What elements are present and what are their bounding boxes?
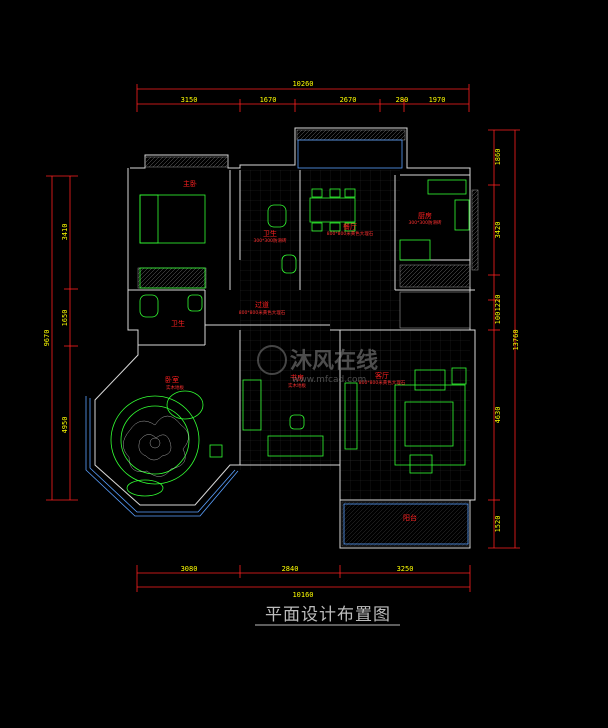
dim-bottom-seg-3: 3250 xyxy=(397,565,414,573)
dim-top-seg-5: 1970 xyxy=(429,96,446,104)
dim-left-seg-2: 1650 xyxy=(61,310,69,327)
furniture xyxy=(110,179,470,497)
room-label-living: 客厅 xyxy=(375,371,389,380)
dim-bottom-seg-1: 3080 xyxy=(181,565,198,573)
room-label-hall: 过道 xyxy=(255,300,269,309)
dim-right-seg-1: 1860 xyxy=(494,149,502,166)
dim-top-seg-3: 2670 xyxy=(340,96,357,104)
dim-bottom-total: 10160 xyxy=(292,591,313,599)
dim-top-seg-4: 280 xyxy=(396,96,409,104)
dim-left-seg-3: 4950 xyxy=(61,417,69,434)
watermark-text: 沐风在线 xyxy=(290,348,378,374)
room-sub-dining: 800*800米黄色大理石 xyxy=(327,230,374,237)
room-sub-bedroom2: 实木地板 xyxy=(166,384,184,391)
bay-window xyxy=(85,396,239,517)
dim-right-seg-3: 1220 xyxy=(494,295,502,312)
drawing-title: 平面设计布置图 xyxy=(265,605,391,625)
dim-left-total: 9670 xyxy=(43,330,51,347)
room-sub-hall: 800*800米黄色大理石 xyxy=(239,309,286,316)
room-sub-living: 800*800米黄色大理石 xyxy=(359,379,406,386)
walls xyxy=(94,127,476,549)
room-label-bedroom2: 卧室 xyxy=(165,375,179,384)
dimensions-bottom xyxy=(136,565,471,592)
dim-right-seg-5: 4630 xyxy=(494,407,502,424)
room-labels: 主卧 卫生 300*300防滑砖 餐厅 800*800米黄色大理石 厨房 300… xyxy=(165,179,442,522)
room-label-bath2: 卫生 xyxy=(171,319,185,328)
dim-right-total: 13760 xyxy=(512,329,520,350)
room-label-kitchen: 厨房 xyxy=(418,211,432,220)
room-label-study: 书房 xyxy=(290,373,304,382)
room-label-bath1: 卫生 xyxy=(263,229,277,238)
dimensions-top xyxy=(136,84,470,112)
room-sub-kitchen: 300*300防滑砖 xyxy=(409,219,442,226)
watermark: 沐风在线 www.mfcad.com xyxy=(257,345,378,385)
room-label-dining: 餐厅 xyxy=(343,222,357,231)
room-label-bedroom1: 主卧 xyxy=(183,179,197,188)
room-label-balcony: 阳台 xyxy=(403,513,417,522)
dim-bottom-seg-2: 2840 xyxy=(282,565,299,573)
dimensions-left xyxy=(46,175,78,501)
dimensions-right xyxy=(488,129,520,549)
window-hatching xyxy=(137,129,479,547)
dim-right-seg-6: 1520 xyxy=(494,516,502,533)
watermark-url: www.mfcad.com xyxy=(292,375,366,385)
room-sub-bath1: 300*300防滑砖 xyxy=(254,237,287,244)
dim-top-seg-1: 3150 xyxy=(181,96,198,104)
dim-top-seg-2: 1670 xyxy=(260,96,277,104)
balcony-railing xyxy=(297,139,469,545)
room-sub-study: 实木地板 xyxy=(288,382,306,389)
dim-left-seg-1: 3410 xyxy=(61,224,69,241)
dim-right-seg-4: 100 xyxy=(494,312,502,325)
dim-top-total: 10260 xyxy=(292,80,313,88)
round-bed-pattern xyxy=(123,415,189,477)
dim-right-seg-2: 3420 xyxy=(494,222,502,239)
